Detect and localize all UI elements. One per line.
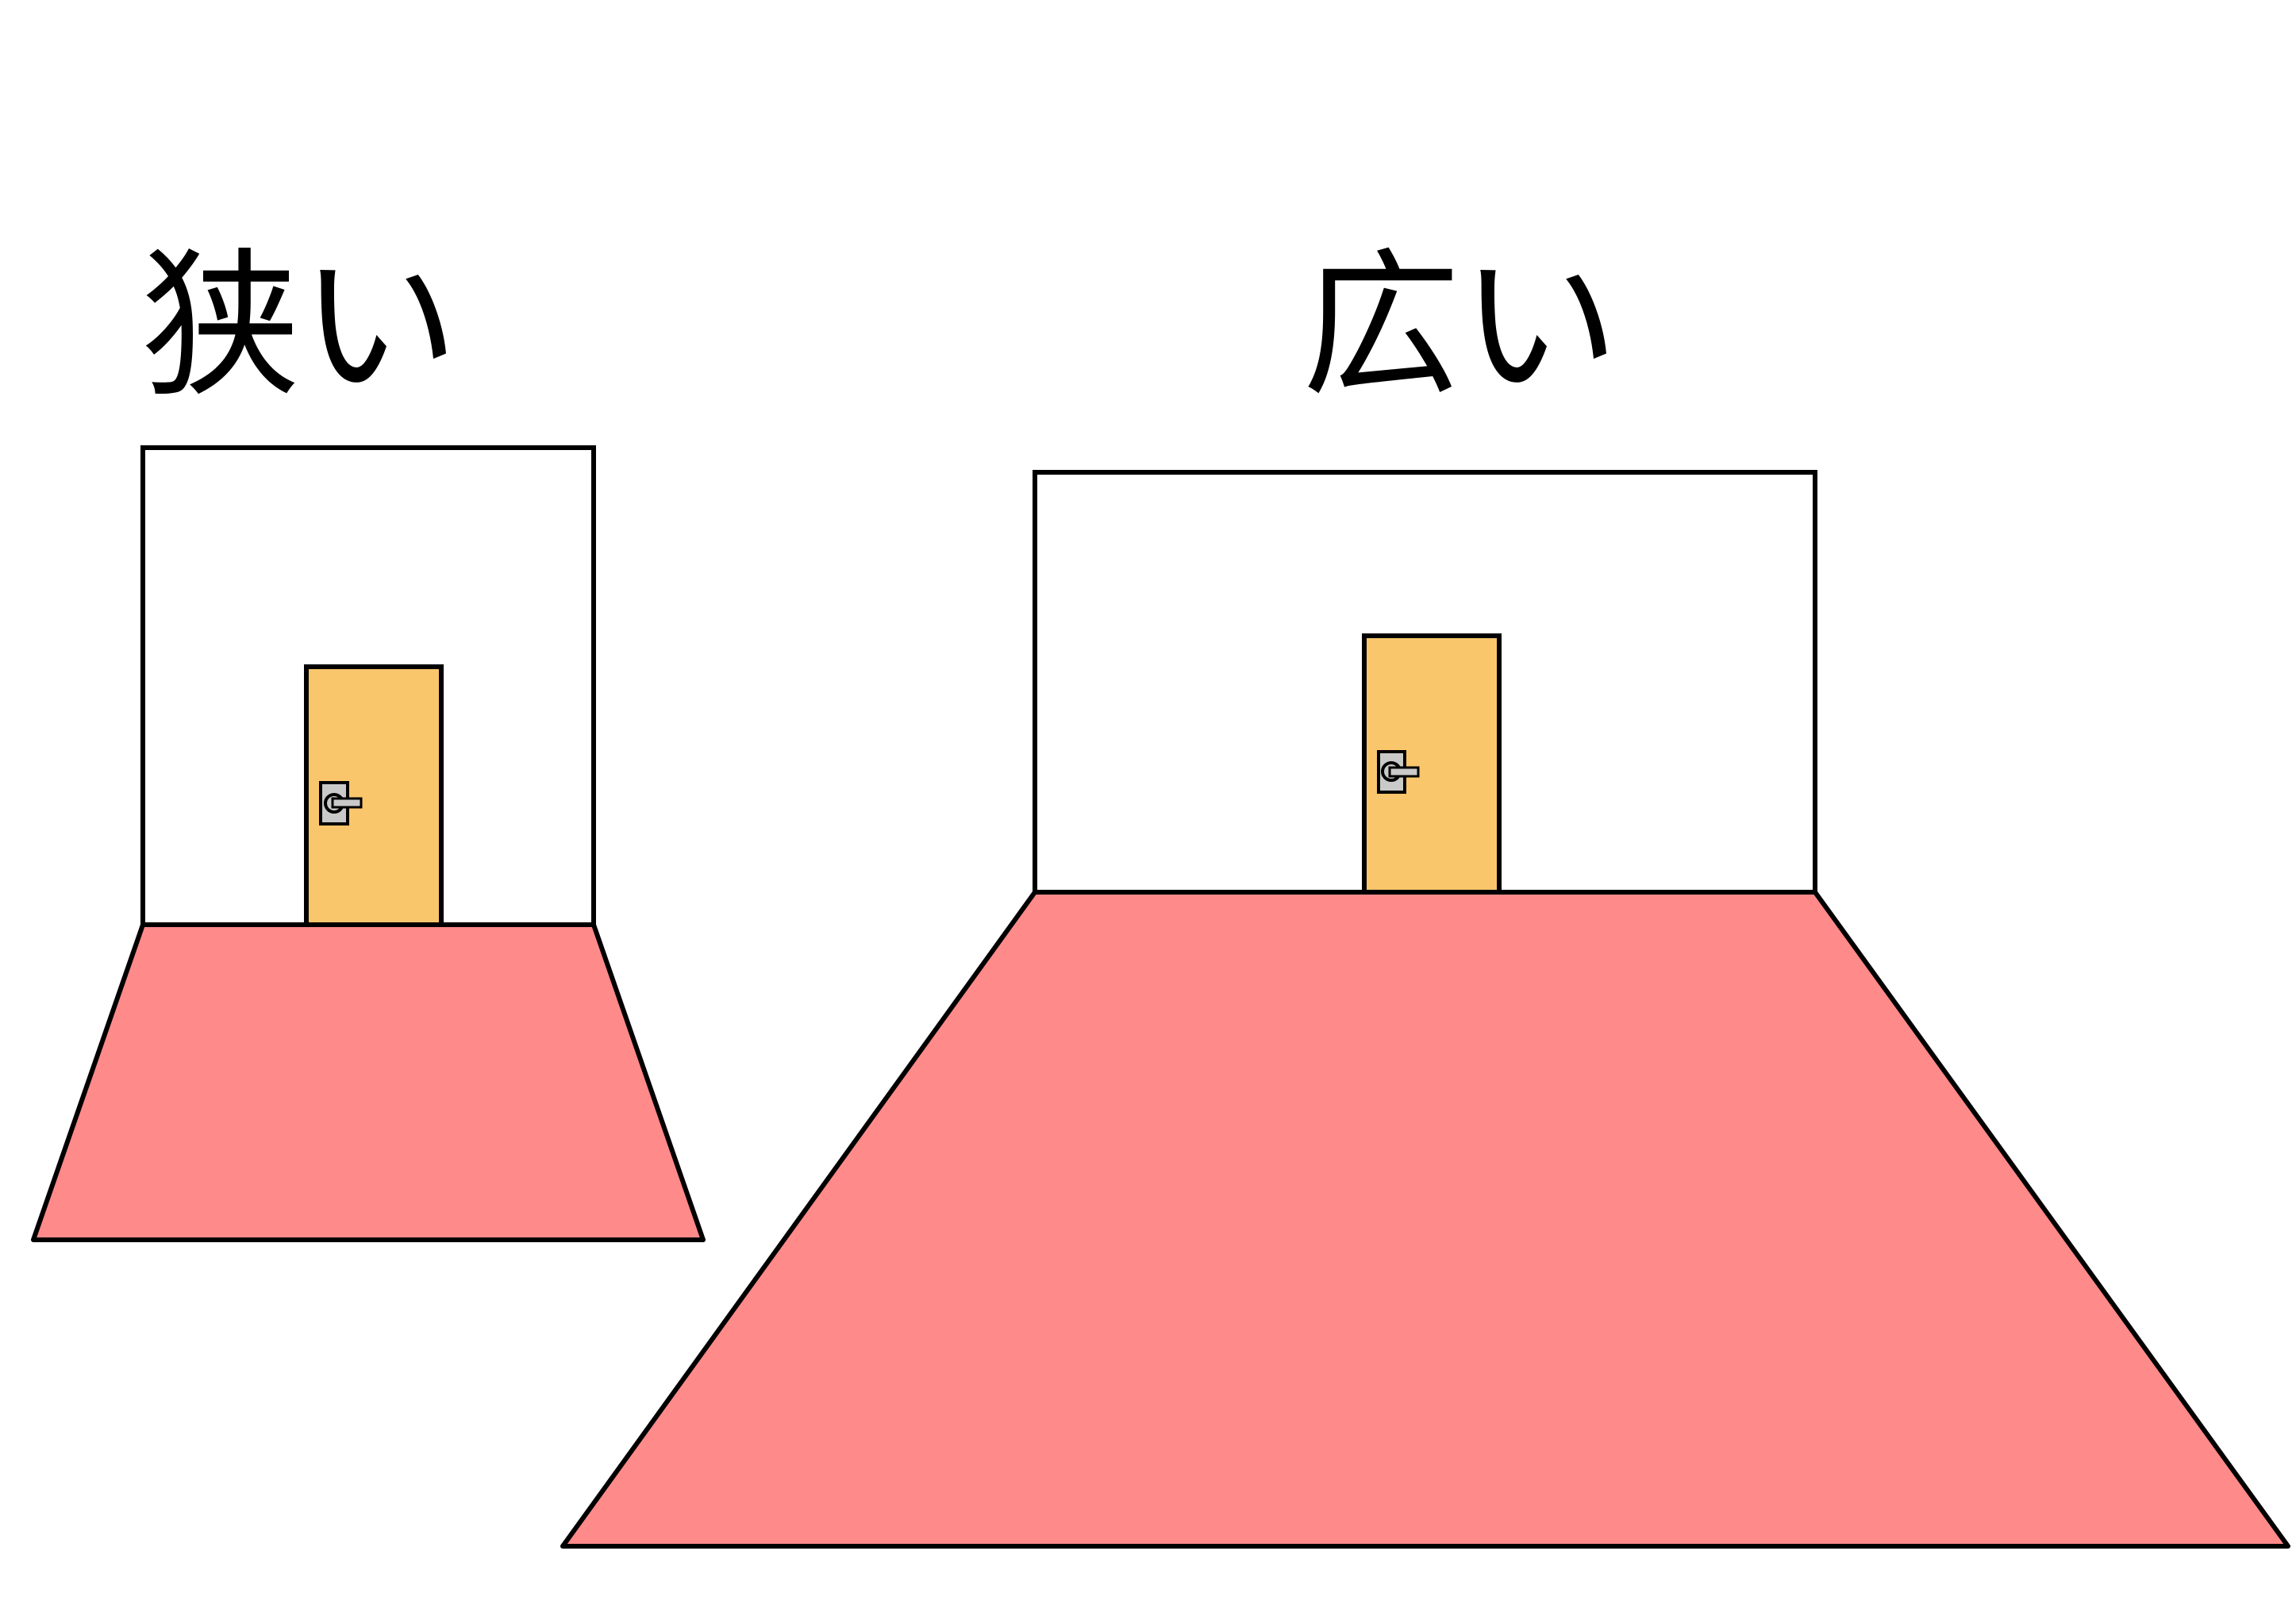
wide-room-label: 広い — [1302, 234, 1619, 419]
wide-room-floor — [560, 890, 2290, 1549]
wide-room-door-handle-icon — [1377, 750, 1420, 794]
narrow-room: 狭い — [31, 234, 706, 1242]
narrow-room-door-handle-icon — [319, 781, 363, 825]
narrow-room-label: 狭い — [141, 234, 459, 419]
narrow-room-floor — [31, 922, 706, 1242]
wide-room: 広い — [560, 234, 2290, 1549]
